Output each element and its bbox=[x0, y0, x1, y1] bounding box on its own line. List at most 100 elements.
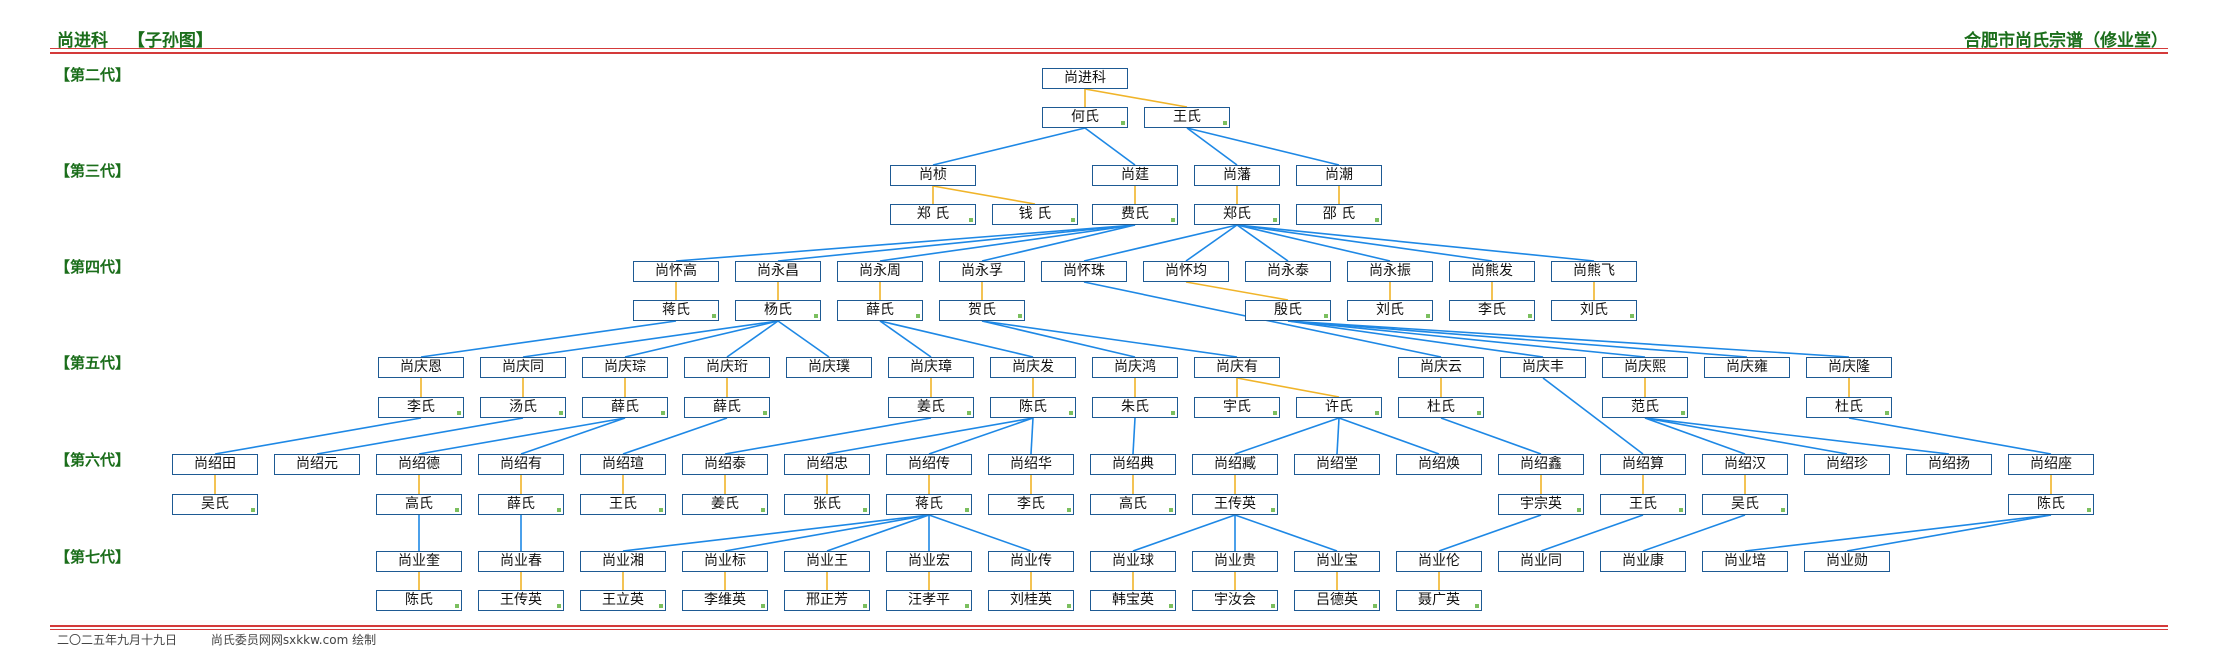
person-box[interactable]: 尚庆珩 bbox=[684, 357, 770, 378]
spouse-box[interactable]: 陈氏 bbox=[376, 590, 462, 611]
spouse-box[interactable]: 张氏 bbox=[784, 494, 870, 515]
spouse-box[interactable]: 宇汝会 bbox=[1192, 590, 1278, 611]
spouse-box[interactable]: 郑氏 bbox=[1194, 204, 1280, 225]
spouse-box[interactable]: 吕德英 bbox=[1294, 590, 1380, 611]
person-box[interactable]: 尚庆同 bbox=[480, 357, 566, 378]
person-box[interactable]: 尚庆云 bbox=[1398, 357, 1484, 378]
person-box[interactable]: 尚怀珠 bbox=[1041, 261, 1127, 282]
person-box[interactable]: 尚绍田 bbox=[172, 454, 258, 475]
person-box[interactable]: 尚庆璞 bbox=[786, 357, 872, 378]
spouse-box[interactable]: 薛氏 bbox=[837, 300, 923, 321]
person-box[interactable]: 尚藩 bbox=[1194, 165, 1280, 186]
person-box[interactable]: 尚绍忠 bbox=[784, 454, 870, 475]
person-box[interactable]: 尚庆恩 bbox=[378, 357, 464, 378]
person-box[interactable]: 尚绍汉 bbox=[1702, 454, 1788, 475]
person-box[interactable]: 尚莛 bbox=[1092, 165, 1178, 186]
spouse-box[interactable]: 刘氏 bbox=[1347, 300, 1433, 321]
spouse-box[interactable]: 刘氏 bbox=[1551, 300, 1637, 321]
spouse-box[interactable]: 姜氏 bbox=[888, 397, 974, 418]
spouse-box[interactable]: 高氏 bbox=[376, 494, 462, 515]
spouse-box[interactable]: 王氏 bbox=[1600, 494, 1686, 515]
spouse-box[interactable]: 汪孝平 bbox=[886, 590, 972, 611]
person-box[interactable]: 尚业宝 bbox=[1294, 551, 1380, 572]
spouse-box[interactable]: 邵 氏 bbox=[1296, 204, 1382, 225]
person-box[interactable]: 尚绍座 bbox=[2008, 454, 2094, 475]
person-box[interactable]: 尚业春 bbox=[478, 551, 564, 572]
person-box[interactable]: 尚绍泰 bbox=[682, 454, 768, 475]
person-box[interactable]: 尚业王 bbox=[784, 551, 870, 572]
person-box[interactable]: 尚业球 bbox=[1090, 551, 1176, 572]
person-box[interactable]: 尚业康 bbox=[1600, 551, 1686, 572]
spouse-box[interactable]: 薛氏 bbox=[478, 494, 564, 515]
spouse-box[interactable]: 薛氏 bbox=[582, 397, 668, 418]
spouse-box[interactable]: 韩宝英 bbox=[1090, 590, 1176, 611]
spouse-box[interactable]: 郑 氏 bbox=[890, 204, 976, 225]
spouse-box[interactable]: 杨氏 bbox=[735, 300, 821, 321]
person-box[interactable]: 尚庆琮 bbox=[582, 357, 668, 378]
spouse-box[interactable]: 蒋氏 bbox=[633, 300, 719, 321]
spouse-box[interactable]: 邢正芳 bbox=[784, 590, 870, 611]
person-box[interactable]: 尚业传 bbox=[988, 551, 1074, 572]
spouse-box[interactable]: 高氏 bbox=[1090, 494, 1176, 515]
person-box[interactable]: 尚怀高 bbox=[633, 261, 719, 282]
person-box[interactable]: 尚熊飞 bbox=[1551, 261, 1637, 282]
spouse-box[interactable]: 聂广英 bbox=[1396, 590, 1482, 611]
spouse-box[interactable]: 李氏 bbox=[1449, 300, 1535, 321]
spouse-box[interactable]: 许氏 bbox=[1296, 397, 1382, 418]
spouse-box[interactable]: 宇氏 bbox=[1194, 397, 1280, 418]
spouse-box[interactable]: 王氏 bbox=[580, 494, 666, 515]
spouse-box[interactable]: 朱氏 bbox=[1092, 397, 1178, 418]
spouse-box[interactable]: 范氏 bbox=[1602, 397, 1688, 418]
person-box[interactable]: 尚绍臧 bbox=[1192, 454, 1278, 475]
spouse-box[interactable]: 刘桂英 bbox=[988, 590, 1074, 611]
person-box[interactable]: 尚业贵 bbox=[1192, 551, 1278, 572]
person-box[interactable]: 尚永周 bbox=[837, 261, 923, 282]
person-box[interactable]: 尚绍扬 bbox=[1906, 454, 1992, 475]
spouse-box[interactable]: 王传英 bbox=[1192, 494, 1278, 515]
person-box[interactable]: 尚绍鑫 bbox=[1498, 454, 1584, 475]
person-box[interactable]: 尚绍传 bbox=[886, 454, 972, 475]
person-box[interactable]: 尚业标 bbox=[682, 551, 768, 572]
person-box[interactable]: 尚业培 bbox=[1702, 551, 1788, 572]
spouse-box[interactable]: 李氏 bbox=[988, 494, 1074, 515]
spouse-box[interactable]: 王立英 bbox=[580, 590, 666, 611]
spouse-box[interactable]: 汤氏 bbox=[480, 397, 566, 418]
person-box[interactable]: 尚怀均 bbox=[1143, 261, 1229, 282]
person-box[interactable]: 尚业勋 bbox=[1804, 551, 1890, 572]
spouse-box[interactable]: 王氏 bbox=[1144, 107, 1230, 128]
person-box[interactable]: 尚业奎 bbox=[376, 551, 462, 572]
spouse-box[interactable]: 蒋氏 bbox=[886, 494, 972, 515]
spouse-box[interactable]: 杜氏 bbox=[1806, 397, 1892, 418]
spouse-box[interactable]: 薛氏 bbox=[684, 397, 770, 418]
person-box[interactable]: 尚绍珍 bbox=[1804, 454, 1890, 475]
spouse-box[interactable]: 宇宗英 bbox=[1498, 494, 1584, 515]
person-box[interactable]: 尚庆熙 bbox=[1602, 357, 1688, 378]
person-box[interactable]: 尚业伦 bbox=[1396, 551, 1482, 572]
spouse-box[interactable]: 费氏 bbox=[1092, 204, 1178, 225]
person-box[interactable]: 尚永昌 bbox=[735, 261, 821, 282]
person-box[interactable]: 尚进科 bbox=[1042, 68, 1128, 89]
spouse-box[interactable]: 殷氏 bbox=[1245, 300, 1331, 321]
person-box[interactable]: 尚庆发 bbox=[990, 357, 1076, 378]
person-box[interactable]: 尚绍有 bbox=[478, 454, 564, 475]
person-box[interactable]: 尚绍典 bbox=[1090, 454, 1176, 475]
person-box[interactable]: 尚潮 bbox=[1296, 165, 1382, 186]
spouse-box[interactable]: 吴氏 bbox=[1702, 494, 1788, 515]
spouse-box[interactable]: 王传英 bbox=[478, 590, 564, 611]
person-box[interactable]: 尚庆雍 bbox=[1704, 357, 1790, 378]
spouse-box[interactable]: 何氏 bbox=[1042, 107, 1128, 128]
spouse-box[interactable]: 姜氏 bbox=[682, 494, 768, 515]
person-box[interactable]: 尚永振 bbox=[1347, 261, 1433, 282]
person-box[interactable]: 尚庆丰 bbox=[1500, 357, 1586, 378]
spouse-box[interactable]: 李氏 bbox=[378, 397, 464, 418]
spouse-box[interactable]: 贺氏 bbox=[939, 300, 1025, 321]
person-box[interactable]: 尚绍焕 bbox=[1396, 454, 1482, 475]
person-box[interactable]: 尚绍堂 bbox=[1294, 454, 1380, 475]
person-box[interactable]: 尚绍华 bbox=[988, 454, 1074, 475]
person-box[interactable]: 尚庆璋 bbox=[888, 357, 974, 378]
person-box[interactable]: 尚永泰 bbox=[1245, 261, 1331, 282]
person-box[interactable]: 尚绍算 bbox=[1600, 454, 1686, 475]
person-box[interactable]: 尚绍德 bbox=[376, 454, 462, 475]
person-box[interactable]: 尚熊发 bbox=[1449, 261, 1535, 282]
person-box[interactable]: 尚绍瑄 bbox=[580, 454, 666, 475]
